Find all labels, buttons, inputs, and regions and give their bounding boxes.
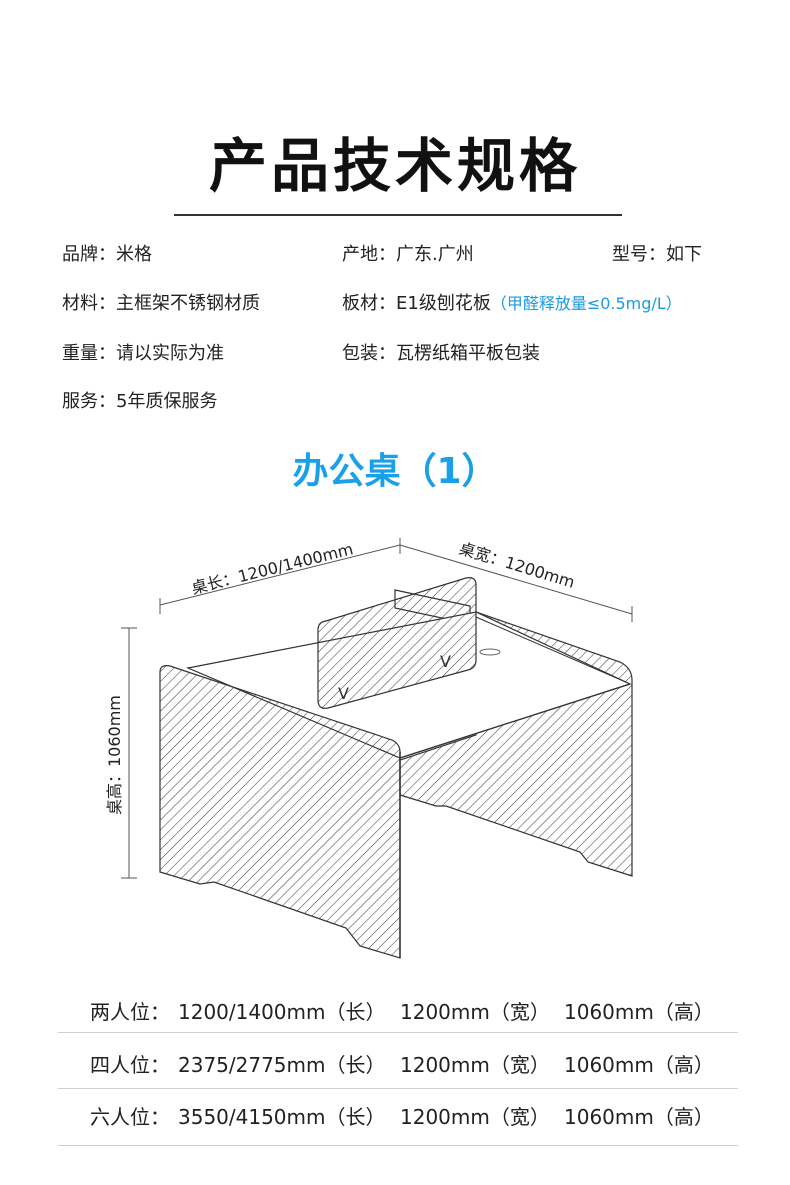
- page-title: 产品技术规格: [208, 132, 581, 200]
- spec-weight: 重量：请以实际为准: [62, 343, 224, 364]
- spec-board-text: 板材：E1级刨花板: [342, 293, 491, 314]
- size-width: 1200mm（宽）: [400, 1105, 550, 1129]
- spec-model: 型号：如下: [612, 244, 702, 265]
- row-divider: [58, 1145, 738, 1146]
- length-dimension: 桌长：1200/1400mm: [159, 538, 401, 614]
- spec-board: 板材：E1级刨花板（甲醛释放量≤0.5mg/L）: [342, 292, 682, 316]
- size-length: 3550/4150mm（长）: [178, 1105, 386, 1129]
- clip-icon: V: [440, 652, 451, 671]
- size-name: 四人位：: [90, 1053, 170, 1077]
- length-label: 桌长：1200/1400mm: [189, 539, 355, 598]
- size-name: 两人位：: [90, 1000, 170, 1024]
- size-height: 1060mm（高）: [564, 1000, 714, 1024]
- size-width: 1200mm（宽）: [400, 1000, 550, 1024]
- size-row-6: 六人位： 3550/4150mm（长） 1200mm（宽） 1060mm（高）: [90, 1103, 714, 1131]
- spec-material: 材料：主框架不锈钢材质: [62, 293, 260, 314]
- spec-origin: 产地：广东.广州: [342, 244, 474, 265]
- size-length: 2375/2775mm（长）: [178, 1053, 386, 1077]
- size-width: 1200mm（宽）: [400, 1053, 550, 1077]
- size-height: 1060mm（高）: [564, 1105, 714, 1129]
- size-length: 1200/1400mm（长）: [178, 1000, 386, 1024]
- privacy-screen: [317, 577, 477, 709]
- height-label: 桌高：1060mm: [105, 695, 124, 815]
- size-height: 1060mm（高）: [564, 1053, 714, 1077]
- cable-hole: [479, 648, 501, 656]
- size-row-4: 四人位： 2375/2775mm（长） 1200mm（宽） 1060mm（高）: [90, 1051, 714, 1079]
- row-divider: [58, 1032, 738, 1033]
- spec-board-note: （甲醛释放量≤0.5mg/L）: [490, 294, 682, 313]
- spec-service: 服务：5年质保服务: [62, 391, 218, 412]
- size-name: 六人位：: [90, 1105, 170, 1129]
- title-underline: [174, 214, 622, 216]
- height-dimension: 桌高：1060mm: [105, 627, 137, 879]
- size-row-2: 两人位： 1200/1400mm（长） 1200mm（宽） 1060mm（高）: [90, 998, 714, 1026]
- spec-packing: 包装：瓦楞纸箱平板包装: [342, 343, 540, 364]
- spec-brand: 品牌：米格: [62, 244, 152, 265]
- desk-drawing: 桌长：1200/1400mm 桌宽：1200mm 桌高：1060mm V V: [105, 538, 633, 959]
- section-title: 办公桌（1）: [292, 451, 498, 492]
- clip-icon: V: [338, 684, 349, 703]
- left-end-panel: [159, 665, 401, 959]
- row-divider: [58, 1088, 738, 1089]
